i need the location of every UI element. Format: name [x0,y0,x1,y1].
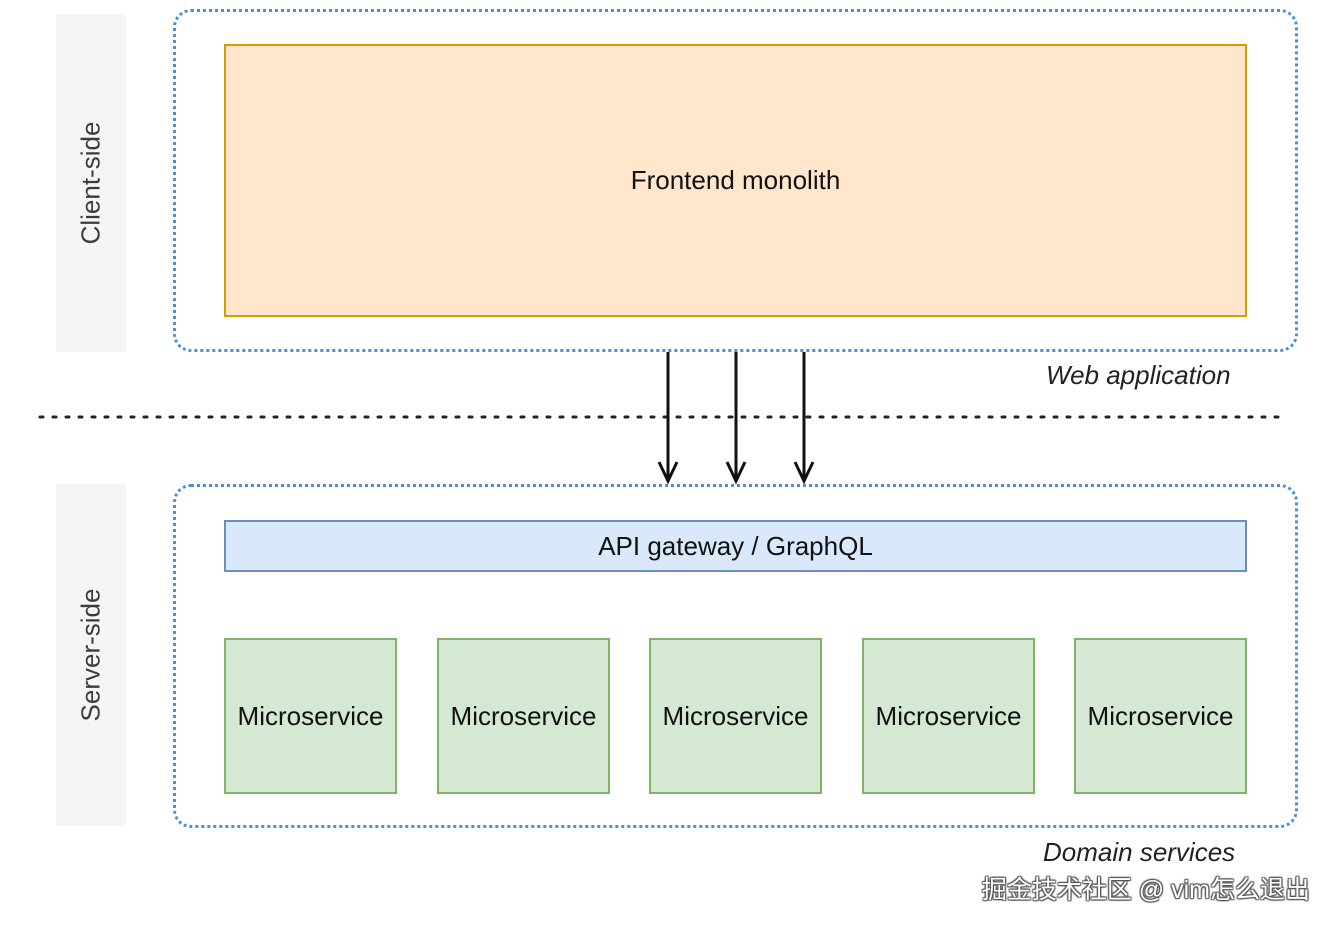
domain-services-caption: Domain services [1043,837,1236,867]
server-side-label: Server-side [75,588,106,722]
microservice-box-4: Microservice [862,638,1035,794]
microservice-label: Microservice [450,700,597,731]
microservice-label: Microservice [875,700,1022,731]
web-application-caption: Web application [1046,360,1231,390]
api-gateway-label: API gateway / GraphQL [598,530,873,561]
microservice-label: Microservice [237,700,384,731]
microservice-label: Microservice [1087,700,1234,731]
microservice-label: Microservice [662,700,809,731]
client-server-divider [38,415,1288,419]
frontend-monolith-label: Frontend monolith [630,165,841,195]
server-side-band: Server-side [56,484,126,826]
client-side-label: Client-side [75,121,106,245]
microservice-box-3: Microservice [649,638,822,794]
client-side-band: Client-side [56,14,126,352]
watermark: 掘金技术社区 @ vim怎么退出 [981,876,1310,904]
api-gateway-box: API gateway / GraphQL [224,520,1247,572]
frontend-monolith-box: Frontend monolith [224,44,1247,317]
microservice-box-2: Microservice [437,638,610,794]
domain-services-container [173,484,1298,828]
microservice-box-1: Microservice [224,638,397,794]
web-application-container [173,9,1298,352]
microservice-box-5: Microservice [1074,638,1247,794]
